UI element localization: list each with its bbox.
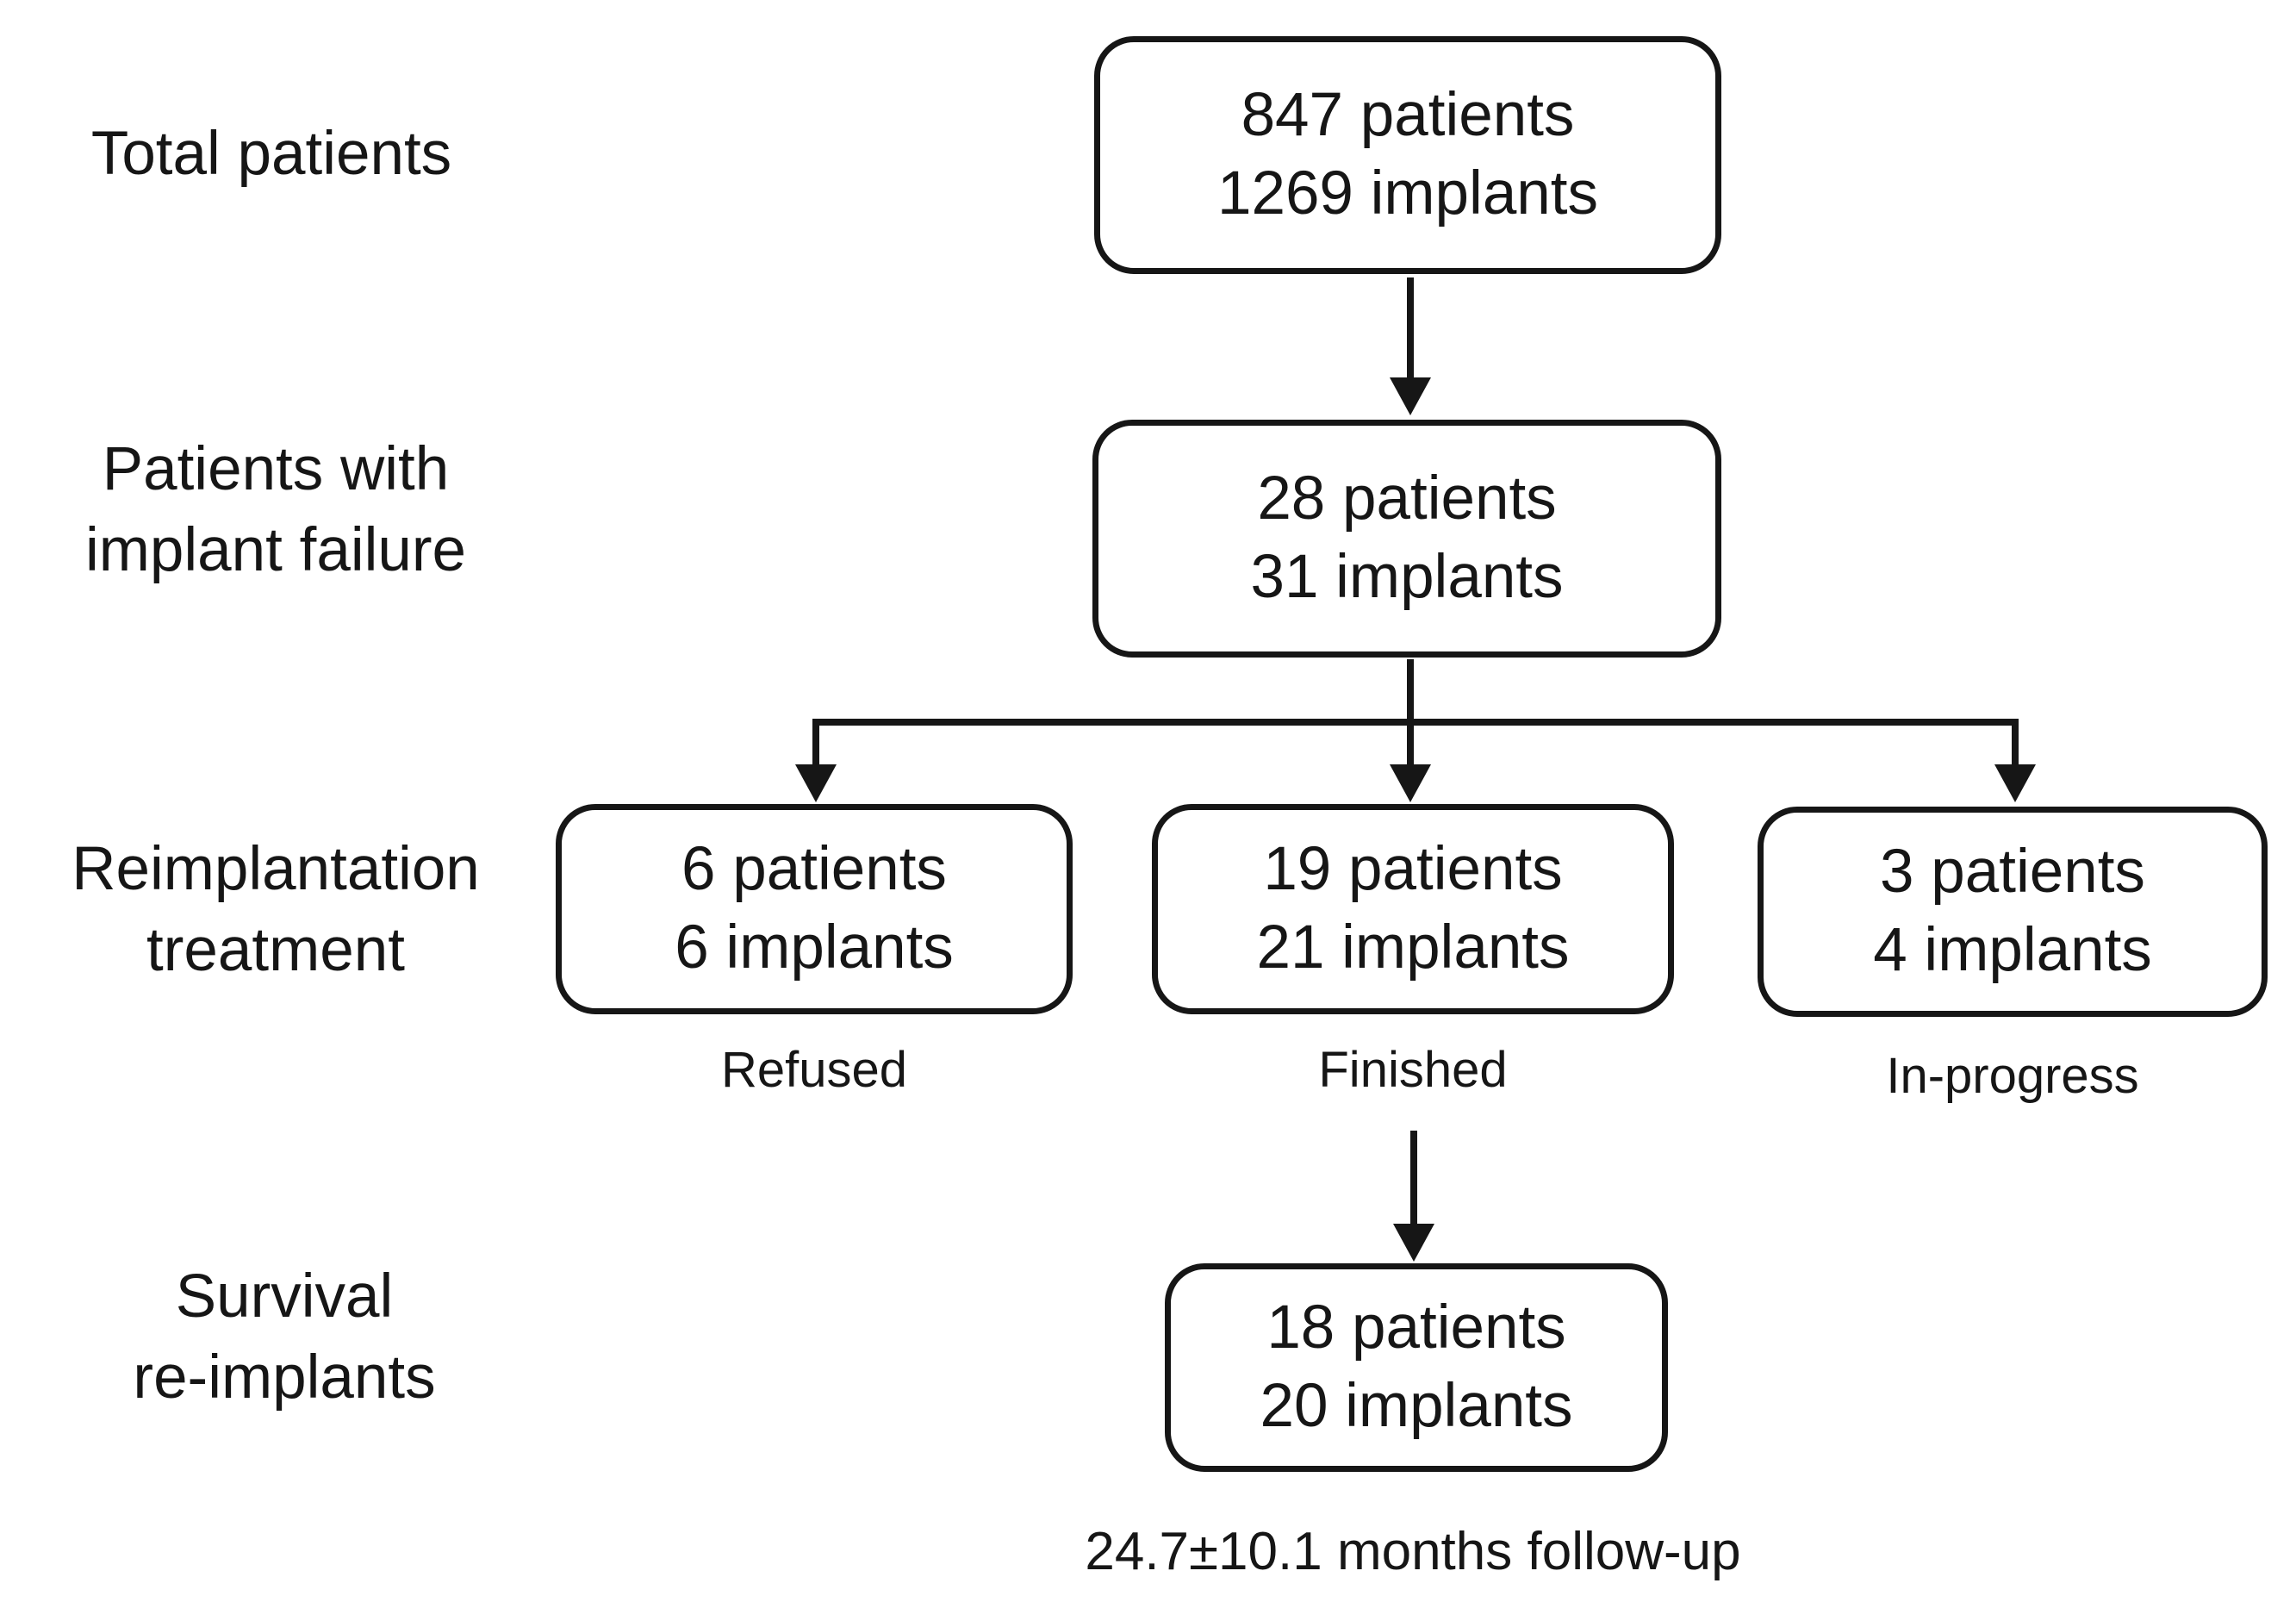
node-survival-re-implants: 18 patients 20 implants (1165, 1263, 1668, 1472)
node-refused-line-1: 6 patients (681, 835, 947, 904)
node-total-line-1: 847 patients (1241, 81, 1575, 150)
row-label-failure-line-1: Patients with (102, 435, 450, 503)
arrowhead-to-in-progress (1994, 764, 2036, 802)
row-label-survival-line-2: re-implants (133, 1343, 436, 1412)
node-implant-failure: 28 patients 31 implants (1092, 420, 1721, 658)
row-label-failure-line-2: implant failure (85, 515, 466, 584)
node-refused: 6 patients 6 implants (556, 804, 1073, 1014)
arrowhead-to-refused (795, 764, 837, 802)
node-refused-line-2: 6 implants (675, 913, 954, 982)
follow-up-footnote: 24.7±10.1 months follow-up (1085, 1522, 1741, 1581)
node-failure-line-2: 31 implants (1250, 543, 1564, 611)
node-in-progress-line-2: 4 implants (1873, 916, 2152, 984)
row-label-total-patients-line: Total patients (90, 120, 452, 188)
caption-finished: Finished (1318, 1042, 1508, 1098)
node-survival-line-1: 18 patients (1266, 1293, 1566, 1362)
node-in-progress-line-1: 3 patients (1880, 838, 2145, 907)
node-finished-line-1: 19 patients (1263, 835, 1563, 904)
caption-refused: Refused (720, 1042, 908, 1098)
node-survival-line-2: 20 implants (1260, 1372, 1573, 1440)
arrowhead-to-survival (1393, 1224, 1434, 1262)
node-finished-line-2: 21 implants (1256, 913, 1570, 982)
node-in-progress: 3 patients 4 implants (1758, 807, 2268, 1017)
arrowhead-to-finished (1390, 764, 1431, 802)
arrowhead-total-to-failure (1390, 377, 1431, 415)
caption-in-progress: In-progress (1886, 1048, 2139, 1104)
row-label-reimplantation-treatment: Reimplantation treatment (9, 829, 543, 990)
row-label-reimplantation-line-1: Reimplantation (72, 835, 480, 903)
row-label-patients-with-implant-failure: Patients with implant failure (26, 429, 526, 590)
node-failure-line-1: 28 patients (1257, 464, 1557, 533)
node-total-patients: 847 patients 1269 implants (1094, 36, 1721, 274)
row-label-reimplantation-line-2: treatment (146, 915, 405, 984)
node-total-line-2: 1269 implants (1216, 159, 1599, 228)
row-label-total-patients: Total patients (26, 114, 517, 195)
row-label-survival-line-1: Survival (175, 1262, 394, 1331)
row-label-survival-re-implants: Survival re-implants (26, 1256, 543, 1418)
node-finished: 19 patients 21 implants (1152, 804, 1674, 1014)
